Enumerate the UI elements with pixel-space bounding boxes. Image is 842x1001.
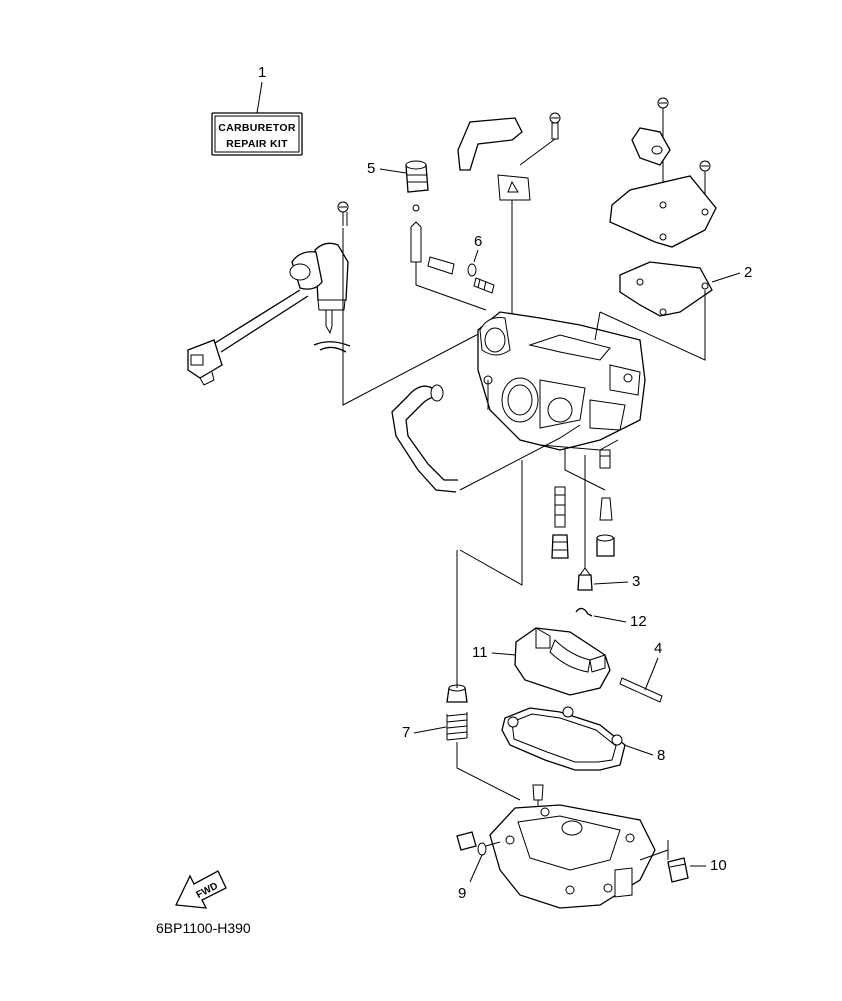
fwd-arrow-icon: FWD [175,870,227,909]
part-4-float-pin: 4 [619,640,663,703]
part-1-repair-kit: 1 CARBURETOR REPAIR KIT [211,64,303,156]
part-6-o-ring: 6 [427,233,495,294]
fuel-hose [391,384,581,493]
callout-5: 5 [367,160,375,177]
callout-2: 2 [744,264,752,281]
callout-3: 3 [632,573,640,590]
part-12-clip: 12 [575,607,647,630]
part-10-screw: 10 [667,857,727,883]
repair-kit-line1: CARBURETOR [218,122,296,134]
diagram-code: 6BP1100-H390 [156,920,251,936]
callout-11: 11 [472,644,488,661]
part-7-spring: 7 [402,550,521,801]
part-9-drain-screw: 9 [456,831,501,902]
enrichener-solenoid [187,201,487,406]
part-3-needle-valve: 3 [577,455,640,591]
callout-1: 1 [258,64,266,81]
callout-7: 7 [402,724,410,741]
throttle-bracket [457,112,561,370]
part-2-gasket-cover: 2 [599,97,752,361]
part-5-fitting: 5 [367,160,487,311]
part-11-float: 11 [472,627,611,696]
repair-kit-label-box [211,112,303,156]
callout-8: 8 [657,747,665,764]
callout-12: 12 [630,613,647,630]
callout-4: 4 [654,640,662,657]
repair-kit-line2: REPAIR KIT [226,138,288,150]
callout-6: 6 [474,233,482,250]
callout-9: 9 [458,885,466,902]
jets-and-screws [459,448,615,586]
callout-10: 10 [710,857,727,874]
part-8-gasket: 8 [501,706,665,771]
float-chamber [489,784,669,909]
carburetor-body [477,311,646,451]
